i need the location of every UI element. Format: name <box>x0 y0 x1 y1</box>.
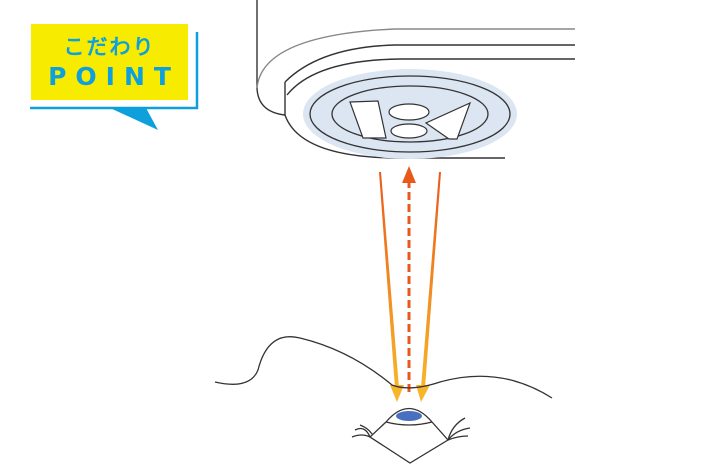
light-beams <box>379 166 441 402</box>
badge-line2: POINT <box>48 62 180 91</box>
objective-lens <box>303 69 517 159</box>
kodawari-point-badge: こだわり POINT <box>31 24 188 100</box>
badge-line1: こだわり <box>63 35 156 59</box>
face-outline <box>214 336 553 399</box>
badge-frame <box>30 32 199 130</box>
eye <box>351 407 471 464</box>
cornea <box>396 411 422 421</box>
